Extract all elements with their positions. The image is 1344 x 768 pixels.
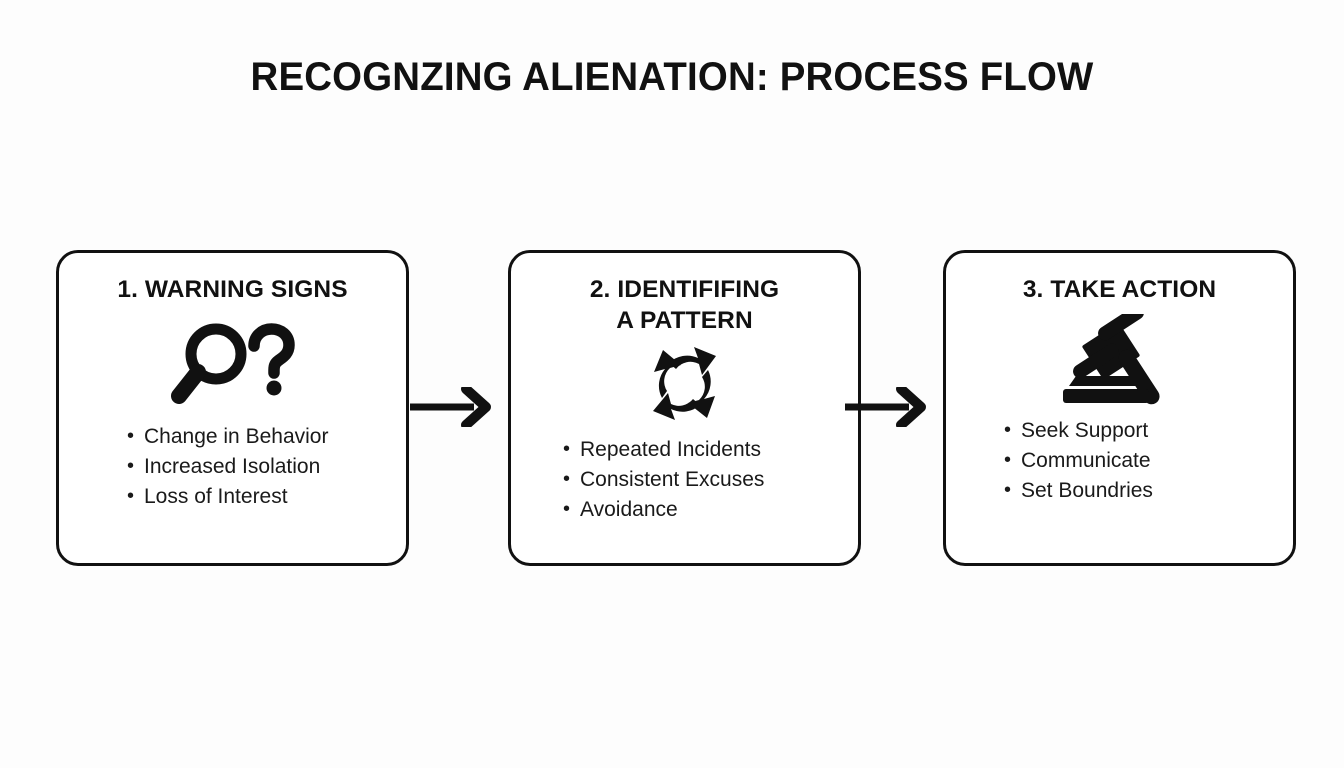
bullet-item: Change in Behavior xyxy=(127,421,406,452)
bullet-item: Communicate xyxy=(1004,445,1293,476)
process-flow-row: 1. WARNING SIGNS Change in Behavior Incr… xyxy=(56,250,1296,566)
bullet-item: Seek Support xyxy=(1004,415,1293,446)
page-title: RECOGNZING ALIENATION: PROCESS FLOW xyxy=(250,55,1094,99)
arrow-right-icon xyxy=(410,387,494,427)
stage-heading: 1. WARNING SIGNS xyxy=(117,276,348,303)
stage-card-warning-signs[interactable]: 1. WARNING SIGNS Change in Behavior Incr… xyxy=(56,250,409,566)
stage-bullet-list: Repeated Incidents Consistent Excuses Av… xyxy=(511,434,858,525)
stage-heading: 2. IDENTIFIFING A PATTERN xyxy=(589,276,780,334)
cycle-arrows-icon xyxy=(642,341,728,427)
magnifier-question-icon xyxy=(170,318,296,414)
bullet-item: Set Boundries xyxy=(1004,475,1293,506)
stage-heading: 3. TAKE ACTION xyxy=(1022,276,1217,303)
bullet-item: Avoidance xyxy=(563,494,858,525)
stage-bullet-list: Seek Support Communicate Set Boundries xyxy=(946,415,1293,506)
bullet-item: Increased Isolation xyxy=(127,451,406,482)
stage-bullet-list: Change in Behavior Increased Isolation L… xyxy=(59,421,406,512)
bullet-item: Repeated Incidents xyxy=(563,434,858,465)
stage-card-identifying-a-pattern[interactable]: 2. IDENTIFIFING A PATTERN Repeated Incid… xyxy=(508,250,861,566)
stage-card-take-action[interactable]: 3. TAKE ACTION xyxy=(943,250,1296,566)
bullet-item: Loss of Interest xyxy=(127,481,406,512)
arrow-right-icon xyxy=(845,387,929,427)
bullet-item: Consistent Excuses xyxy=(563,464,858,495)
gavel-icon xyxy=(1049,312,1191,408)
